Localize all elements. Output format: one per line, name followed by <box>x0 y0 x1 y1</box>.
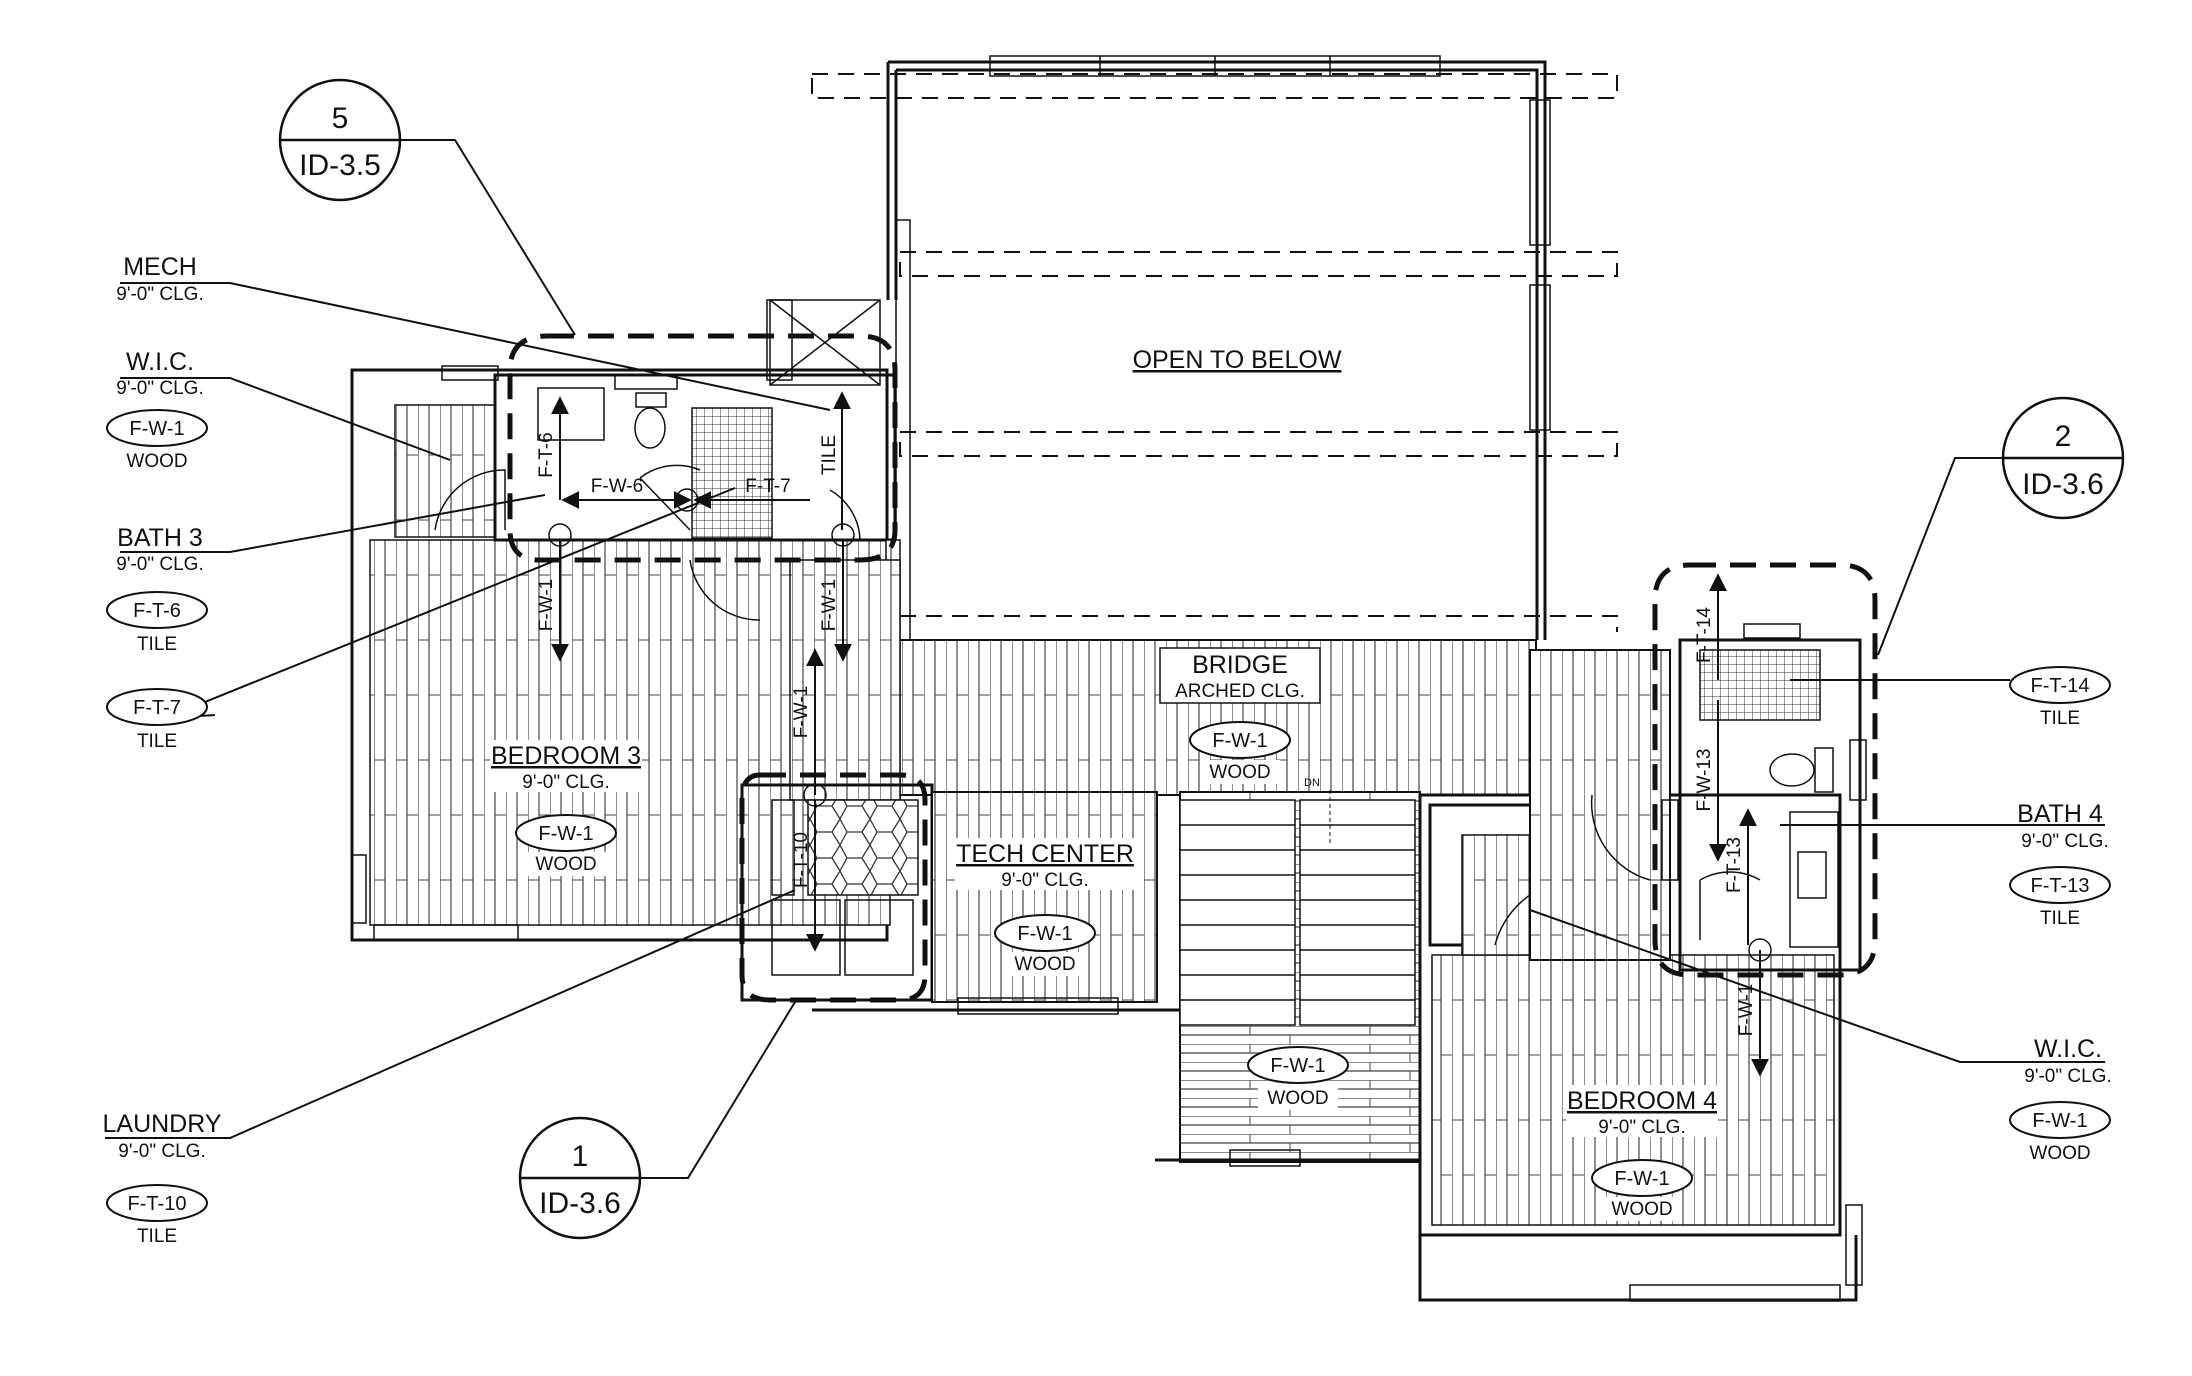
arrow-label-fw1-c: F-W-1 <box>791 686 812 738</box>
detail-ref-2[interactable]: 2 ID-3.6 <box>2001 396 2125 520</box>
bath-4 <box>1529 623 1867 972</box>
detail-ref-5[interactable]: 5 ID-3.5 <box>278 78 402 202</box>
ref2-number: 2 <box>2055 420 2072 453</box>
mech-clg: 9'-0" CLG. <box>116 284 203 305</box>
arrow-label-tile: TILE <box>819 435 840 475</box>
bath3-name: BATH 3 <box>117 524 203 552</box>
bath-3 <box>493 299 897 621</box>
wic-right-name: W.I.C. <box>2034 1035 2102 1063</box>
wic-left-clg: 9'-0" CLG. <box>116 378 203 399</box>
wic-left-material: WOOD <box>126 451 187 472</box>
bath3-tag2: F-T-7 <box>133 697 181 719</box>
bath3-clg: 9'-0" CLG. <box>116 554 203 575</box>
open-to-below-area <box>811 55 1618 641</box>
stair-landing-tag: F-W-1 <box>1270 1055 1325 1077</box>
bedroom4-tag: F-W-1 <box>1614 1168 1669 1190</box>
bath4-top-tag: F-T-14 <box>2031 675 2090 697</box>
ref1-number: 1 <box>572 1140 589 1173</box>
arrow-label-ft6: F-T-6 <box>536 432 557 477</box>
stair-landing-material: WOOD <box>1267 1088 1328 1109</box>
bath4-clg: 9'-0" CLG. <box>2021 831 2108 852</box>
laundry-tag: F-T-10 <box>128 1193 187 1215</box>
detail-ref-1[interactable]: 1 ID-3.6 <box>518 1116 642 1240</box>
open-to-below-label: OPEN TO BELOW <box>1133 346 1342 374</box>
wic-left-tag: F-W-1 <box>129 418 184 440</box>
bedroom4-clg: 9'-0" CLG. <box>1598 1117 1685 1138</box>
bedroom4-name: BEDROOM 4 <box>1567 1087 1717 1115</box>
laundry-name: LAUNDRY <box>102 1110 221 1138</box>
tech-center-material: WOOD <box>1014 954 1075 975</box>
laundry-material: TILE <box>137 1226 177 1247</box>
bridge-material: WOOD <box>1209 762 1270 783</box>
mech-name: MECH <box>123 253 197 281</box>
left-callouts: MECH 9'-0" CLG. W.I.C. 9'-0" CLG. F-W-1 … <box>102 253 221 1247</box>
arrow-label-ft7: F-T-7 <box>745 476 790 497</box>
arrow-label-fw1-d: F-W-1 <box>1736 984 1757 1036</box>
ref5-number: 5 <box>332 102 349 135</box>
laundry-clg: 9'-0" CLG. <box>118 1141 205 1162</box>
wic-left-name: W.I.C. <box>126 348 194 376</box>
wic-right-material: WOOD <box>2029 1143 2090 1164</box>
tech-center-name: TECH CENTER <box>956 840 1134 868</box>
arrow-label-fw6: F-W-6 <box>591 476 643 497</box>
right-callouts: F-T-14 TILE BATH 4 9'-0" CLG. F-T-13 TIL… <box>2009 666 2112 1164</box>
bath4-top-material: TILE <box>2040 708 2080 729</box>
stair-dn-label: DN <box>1304 777 1320 789</box>
arrow-label-ft10: F-T-10 <box>791 832 812 888</box>
wic-right-clg: 9'-0" CLG. <box>2024 1066 2111 1087</box>
bath4-tag: F-T-13 <box>2031 875 2090 897</box>
bridge-name: BRIDGE <box>1192 651 1288 679</box>
ref2-sheet: ID-3.6 <box>2022 468 2104 501</box>
arrow-label-fw13: F-W-13 <box>1694 749 1715 812</box>
bath3-material1: TILE <box>137 634 177 655</box>
bedroom3-material: WOOD <box>535 854 596 875</box>
ref1-sheet: ID-3.6 <box>539 1187 621 1220</box>
tech-center-clg: 9'-0" CLG. <box>1001 870 1088 891</box>
arrow-label-fw1-a: F-W-1 <box>536 579 557 631</box>
ref5-sheet: ID-3.5 <box>299 149 381 182</box>
arrow-label-ft13: F-T-13 <box>1724 837 1745 893</box>
bridge-clg: ARCHED CLG. <box>1175 681 1305 702</box>
detail-bubbles <box>507 333 1878 1003</box>
tech-center-tag: F-W-1 <box>1017 923 1072 945</box>
bath4-material: TILE <box>2040 908 2080 929</box>
bath3-tag1: F-T-6 <box>133 600 181 622</box>
wic-right-tag: F-W-1 <box>2032 1110 2087 1132</box>
direction-arrows: F-T-6 F-W-6 F-T-7 TILE F-W-1 F-W-1 F-W-1… <box>536 391 1772 1077</box>
plan-labels: OPEN TO BELOW BEDROOM 3 9'-0" CLG. F-W-1… <box>490 346 1718 1221</box>
arrow-label-ft14: F-T-14 <box>1694 607 1715 663</box>
bedroom3-tag: F-W-1 <box>538 823 593 845</box>
bedroom4-material: WOOD <box>1611 1199 1672 1220</box>
bridge-tag: F-W-1 <box>1212 730 1267 752</box>
arrow-label-fw1-b: F-W-1 <box>819 579 840 631</box>
bath4-name: BATH 4 <box>2017 800 2103 828</box>
bath3-material2: TILE <box>137 731 177 752</box>
bedroom3-name: BEDROOM 3 <box>491 742 641 770</box>
bedroom3-clg: 9'-0" CLG. <box>522 772 609 793</box>
